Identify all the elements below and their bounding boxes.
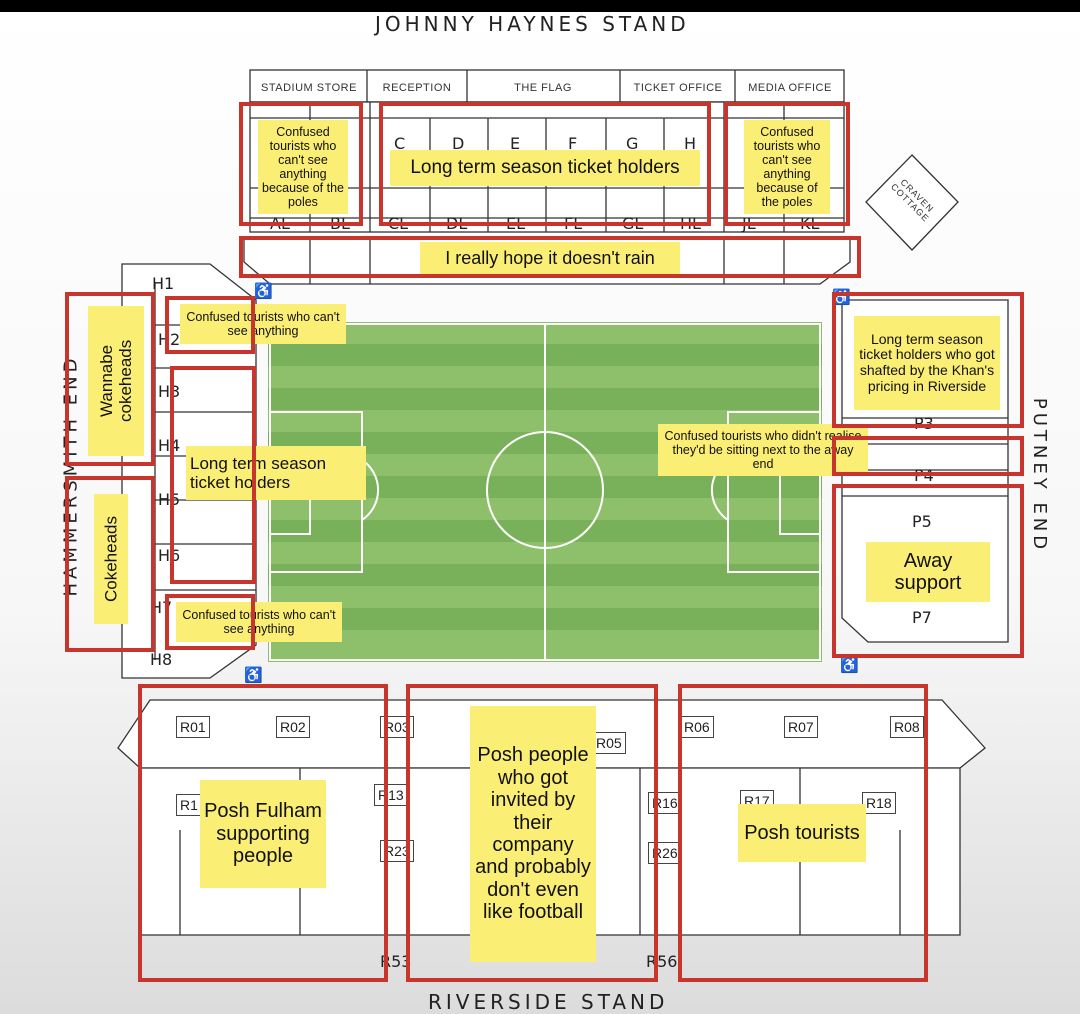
note-poles-left: Confused tourists who can't see anything… bbox=[258, 120, 348, 214]
block-P5: P5 bbox=[912, 512, 932, 531]
outline-posh-tourists bbox=[678, 684, 928, 982]
block-R02: R02 bbox=[276, 716, 310, 738]
block-R56: R56 bbox=[646, 952, 678, 971]
block-H2: H2 bbox=[158, 330, 181, 349]
facility-ticket-office: TICKET OFFICE bbox=[633, 82, 723, 94]
block-R1: R1 bbox=[176, 794, 202, 816]
block-H: H bbox=[684, 134, 697, 153]
block-R06: R06 bbox=[680, 716, 714, 738]
block-H3: H3 bbox=[158, 382, 181, 401]
block-C: C bbox=[394, 134, 406, 153]
note-confused-h2: Confused tourists who can't see anything bbox=[180, 304, 346, 344]
block-H8: H8 bbox=[150, 650, 173, 669]
outline-confused-h2 bbox=[165, 296, 255, 354]
block-R05: R05 bbox=[592, 732, 626, 754]
note-season-left: Long term season ticket holders bbox=[186, 446, 366, 500]
block-R18: R18 bbox=[862, 792, 896, 814]
note-posh-fulham: Posh Fulham supporting people bbox=[200, 780, 326, 888]
outline-poles-right bbox=[724, 102, 850, 226]
block-D: D bbox=[452, 134, 465, 153]
note-shafted: Long term season ticket holders who got … bbox=[854, 316, 1000, 410]
outline-confused-h7 bbox=[165, 594, 255, 650]
block-H6: H6 bbox=[158, 546, 181, 565]
note-rain: I really hope it doesn't rain bbox=[420, 242, 680, 274]
wheelchair-icon: ♿ bbox=[254, 283, 273, 300]
block-G: G bbox=[626, 134, 639, 153]
block-F: F bbox=[568, 134, 578, 153]
outline-away-support bbox=[832, 484, 1024, 658]
note-season-top: Long term season ticket holders bbox=[390, 150, 700, 186]
east-stand-title: PUTNEY END bbox=[1029, 397, 1051, 554]
outline-shafted bbox=[832, 292, 1024, 428]
note-confused-h7: Confused tourists who can't see anything bbox=[176, 602, 342, 642]
outline-posh-fulham bbox=[138, 684, 388, 982]
block-R01: R01 bbox=[176, 716, 210, 738]
block-P3: P3 bbox=[914, 414, 934, 433]
outline-season-left bbox=[170, 366, 256, 584]
outline-rain bbox=[239, 236, 861, 278]
block-R08: R08 bbox=[890, 716, 924, 738]
block-H5: H5 bbox=[158, 490, 181, 509]
note-away-support: Away support bbox=[866, 542, 990, 602]
outline-wannabe bbox=[65, 292, 155, 466]
south-stand-title: RIVERSIDE STAND bbox=[428, 990, 669, 1014]
wheelchair-icon: ♿ bbox=[244, 667, 263, 684]
facility-reception: RECEPTION bbox=[382, 82, 452, 94]
block-E: E bbox=[510, 134, 521, 153]
block-R23: R23 bbox=[380, 840, 414, 862]
wheelchair-icon: ♿ bbox=[840, 657, 859, 674]
block-H4: H4 bbox=[158, 436, 181, 455]
north-stand-title: JOHNNY HAYNES STAND bbox=[375, 12, 690, 36]
note-poles-right: Confused tourists who can't see anything… bbox=[744, 120, 830, 214]
note-posh-tourists: Posh tourists bbox=[738, 804, 866, 862]
outline-poles-left bbox=[239, 102, 363, 226]
facility-stadium-store: STADIUM STORE bbox=[261, 82, 357, 94]
outline-season-top bbox=[379, 102, 711, 226]
block-R03: R03 bbox=[380, 716, 414, 738]
outline-cokeheads bbox=[65, 476, 155, 652]
outline-away-end bbox=[832, 436, 1024, 476]
top-black-bar bbox=[0, 0, 1080, 12]
block-H1: H1 bbox=[152, 274, 175, 293]
note-posh-invited: Posh people who got invited by their com… bbox=[470, 706, 596, 962]
block-R07: R07 bbox=[784, 716, 818, 738]
facility-media-office: MEDIA OFFICE bbox=[748, 82, 832, 94]
outline-posh-invited bbox=[406, 684, 658, 982]
block-P7: P7 bbox=[912, 608, 932, 627]
facility-the-flag: THE FLAG bbox=[514, 82, 572, 94]
